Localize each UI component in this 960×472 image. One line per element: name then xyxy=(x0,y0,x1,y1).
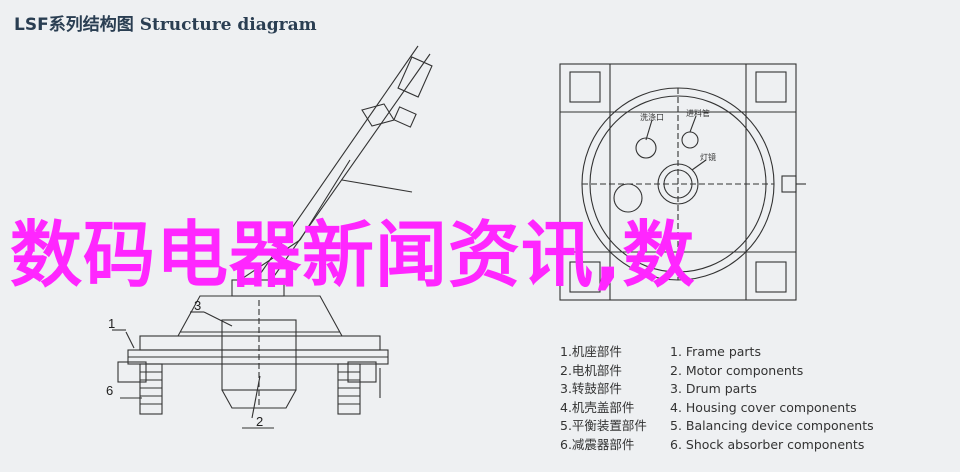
legend-cn-6: 6.减震器部件 xyxy=(560,436,635,452)
shock-absorber-left xyxy=(139,363,163,415)
label-feed-pipe: 进料管 xyxy=(686,109,710,118)
legend-en-4: 4. Housing cover components xyxy=(670,399,857,415)
overlay-watermark-text: 数码电器新闻资讯,数 xyxy=(10,213,696,297)
legend-en-2: 2. Motor components xyxy=(670,362,804,378)
shock-absorber-right xyxy=(337,363,381,415)
side-view-base xyxy=(117,335,389,383)
callout-2: 2 xyxy=(256,414,264,429)
header-title-cn: LSF系列结构图 xyxy=(14,15,134,35)
callout-leaders xyxy=(112,115,707,429)
callout-6: 6 xyxy=(106,383,114,398)
legend-cn-5: 5.平衡装置部件 xyxy=(560,418,647,433)
side-view-housing xyxy=(177,279,343,337)
side-view-motor xyxy=(221,300,297,409)
legend-cn-1: 1.机座部件 xyxy=(560,344,622,359)
callout-1: 1 xyxy=(108,316,116,331)
callout-3: 3 xyxy=(194,298,202,313)
top-view-drum xyxy=(581,87,806,281)
legend-en-6: 6. Shock absorber components xyxy=(670,436,865,452)
legend-cn-4: 4.机壳盖部件 xyxy=(560,399,635,415)
legend-en-1: 1. Frame parts xyxy=(670,344,761,359)
side-view-lift-arm xyxy=(239,45,433,283)
legend-en-3: 3. Drum parts xyxy=(670,381,757,396)
legend-cn-3: 3.转鼓部件 xyxy=(560,381,622,396)
header-title-en: Structure diagram xyxy=(139,15,317,35)
label-washing-port: 洗涤口 xyxy=(640,113,664,122)
parts-legend: 1.机座部件 1. Frame parts 2.电机部件 2. Motor co… xyxy=(560,344,910,453)
legend-en-5: 5. Balancing device components xyxy=(670,418,874,433)
label-light-mirror: 灯镜 xyxy=(700,153,716,162)
legend-cn-2: 2.电机部件 xyxy=(560,362,622,378)
